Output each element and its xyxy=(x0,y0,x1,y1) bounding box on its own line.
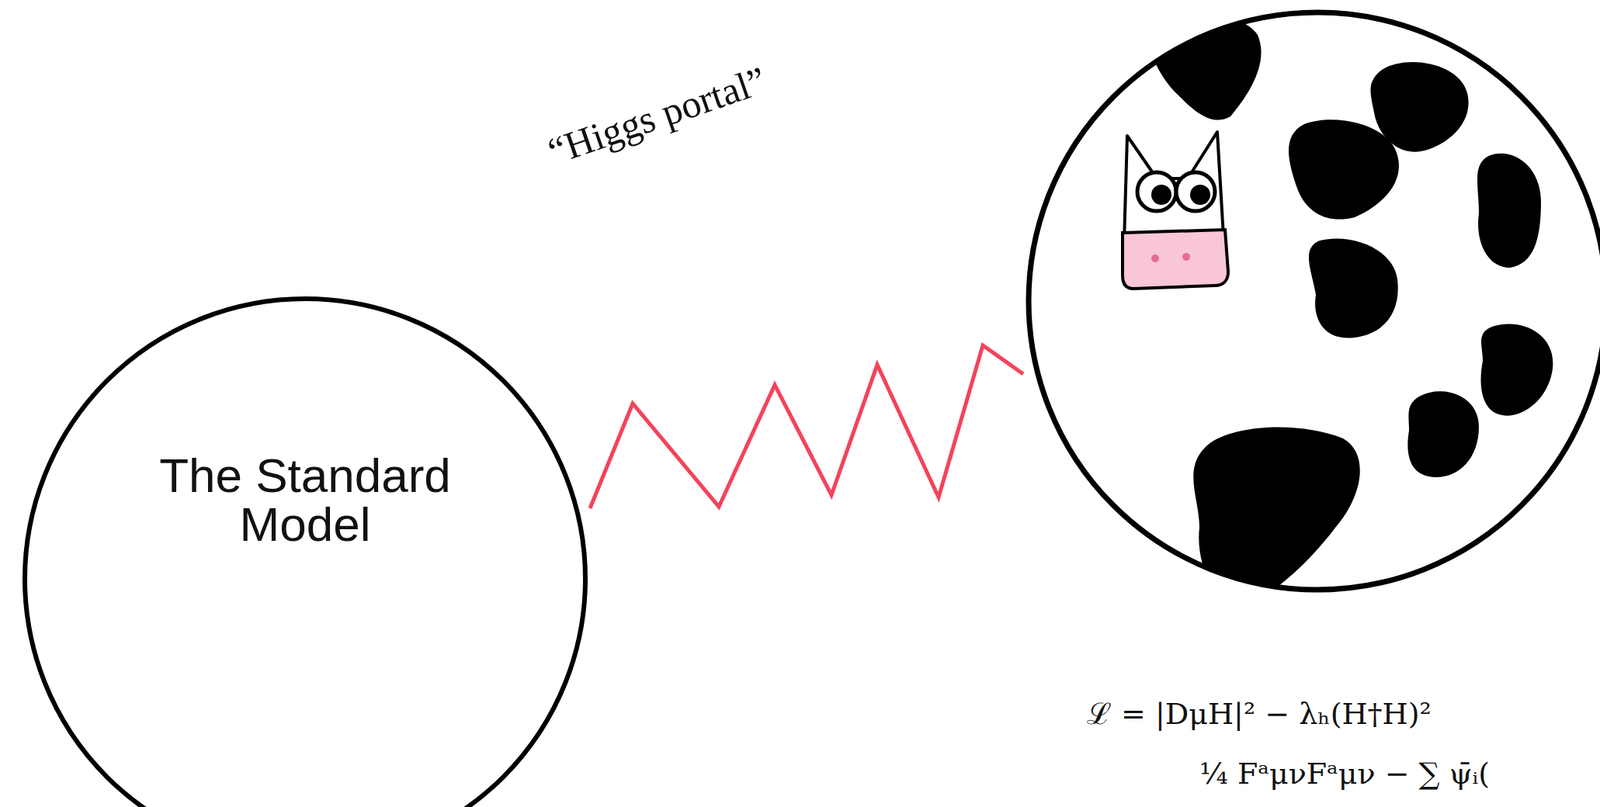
cow-spots xyxy=(1151,13,1554,606)
lagrangian-line: ¼ FᵃμνFᵃμν − ∑ ψ̄ᵢ( xyxy=(1199,756,1490,792)
higgs-portal-zigzag xyxy=(590,345,1024,509)
lagrangian-line: ℒ = |DμH|² − λₕ(H†H)² xyxy=(1086,692,1432,733)
higgs-portal-label: “Higgs portal” xyxy=(542,57,773,174)
cow-circle xyxy=(1028,12,1600,591)
circle-outline xyxy=(21,295,589,807)
cow-face xyxy=(1122,131,1229,289)
model-circle: The Standard Model xyxy=(21,295,589,807)
node-title: The Standard Model xyxy=(138,451,473,549)
